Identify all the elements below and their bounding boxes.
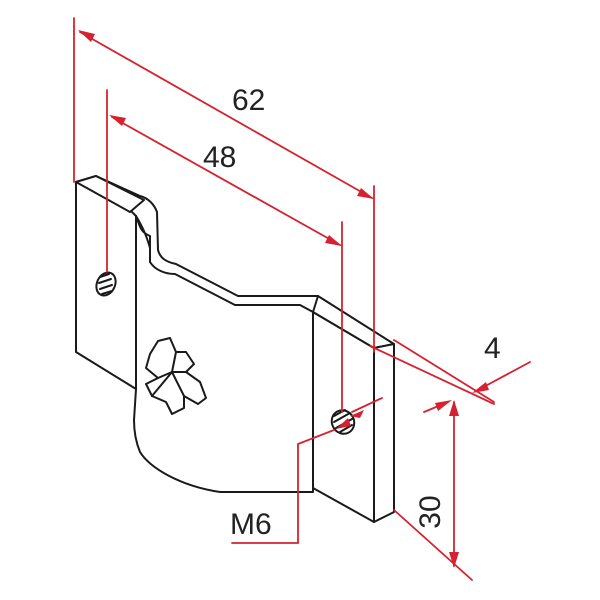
thickness-label: 4 [484,332,501,365]
extension-lines [73,17,495,581]
bridge-top-edge [95,175,319,297]
dimension-62: 62 [78,30,374,199]
bracket-part [75,175,395,523]
star-knob-icon [145,337,207,415]
left-flange-top [75,175,145,213]
height-label: 30 [414,495,447,528]
left-threaded-hole [95,271,117,297]
right-flange-side [373,343,395,523]
thread-leader: M6 [230,397,383,544]
hole-spacing-label: 48 [203,141,236,174]
thread-label: M6 [230,508,272,541]
middle-bridge [133,215,314,493]
dimension-48: 48 [109,115,342,246]
dimension-30: 30 [414,400,459,568]
dimension-4: 4 [423,332,531,413]
bridge-fold-left [135,215,151,263]
overall-length-label: 62 [232,84,265,117]
